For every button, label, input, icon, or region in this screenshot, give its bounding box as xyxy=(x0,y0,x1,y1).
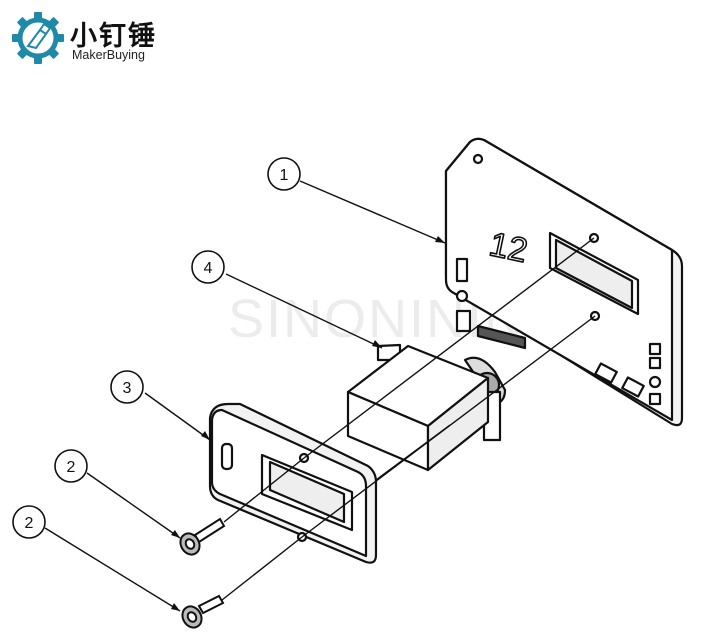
part-2-screw-lower xyxy=(181,594,225,629)
part-1-mounting-plate: 12 xyxy=(444,137,684,427)
callout-4: 4 xyxy=(191,250,225,284)
callout-3-label: 3 xyxy=(123,380,132,397)
brand-logo-icon xyxy=(10,10,66,66)
callout-leader-lines xyxy=(44,180,446,612)
brand-name-cn: 小钉锤 xyxy=(70,21,157,52)
callout-1: 1 xyxy=(267,157,301,191)
brand-name-en: MakerBuying xyxy=(72,48,145,62)
leader-arrowheads xyxy=(171,236,445,611)
plate-engraving-text: 12 xyxy=(486,225,531,270)
assembly-guide-lines xyxy=(221,237,596,601)
callout-1-label: 1 xyxy=(280,167,289,184)
part-2-screw-upper xyxy=(179,517,226,556)
part-4-servo-motor xyxy=(346,343,507,472)
callout-4-label: 4 xyxy=(204,260,213,277)
part-3-front-bracket xyxy=(208,402,378,564)
callout-2a: 2 xyxy=(54,449,88,483)
callout-2b-label: 2 xyxy=(25,515,34,532)
callout-2a-label: 2 xyxy=(67,459,76,476)
callout-3: 3 xyxy=(110,370,144,404)
callout-2b: 2 xyxy=(12,505,46,539)
